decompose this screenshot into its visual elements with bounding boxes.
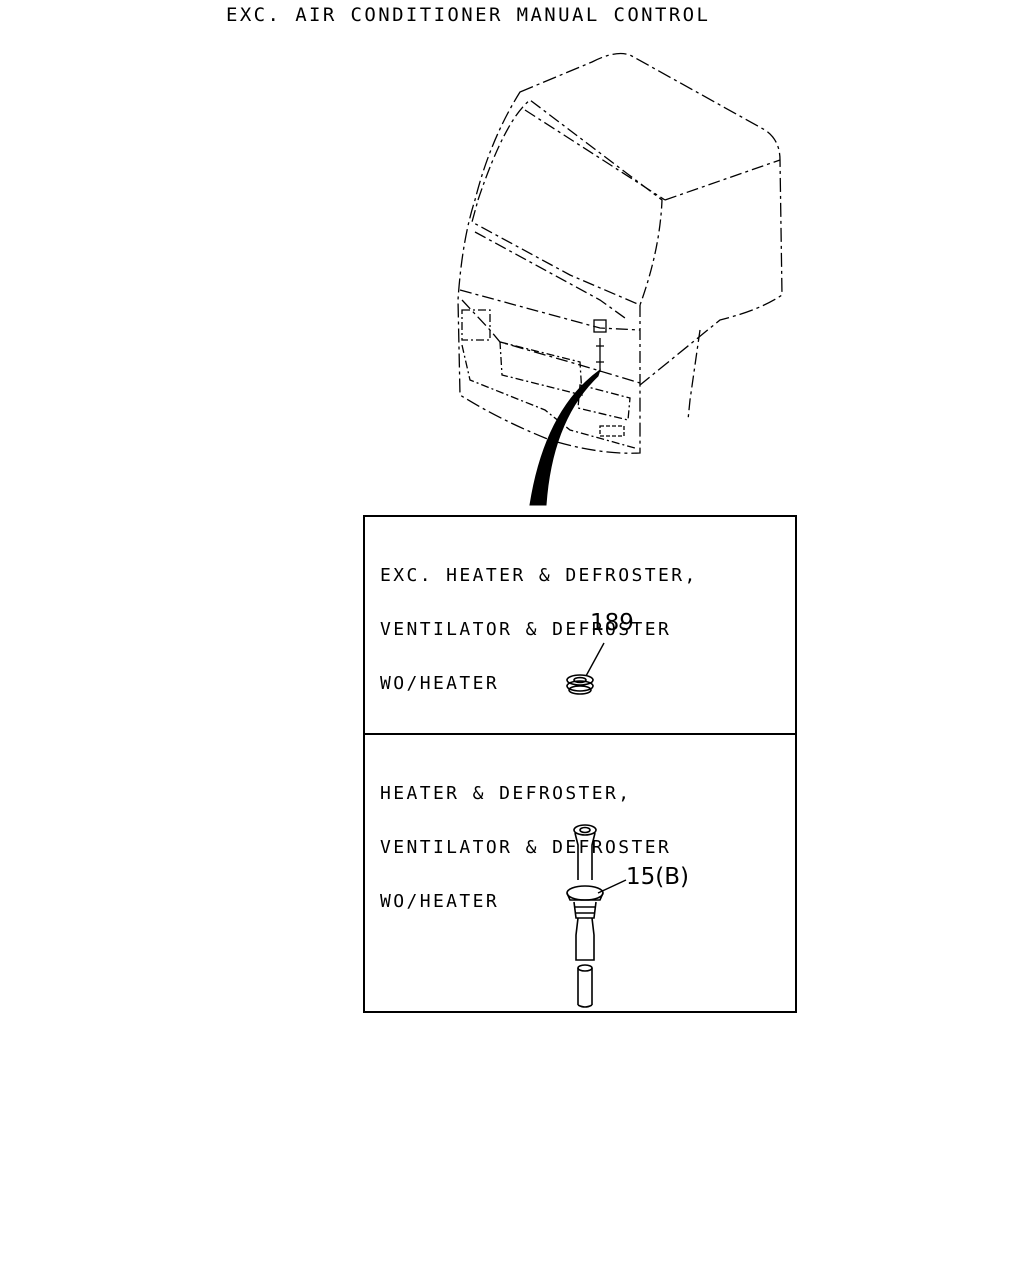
- part-callout-15b[interactable]: 15(B): [626, 864, 689, 890]
- variant-panel-heater: HEATER & DEFROSTER, VENTILATOR & DEFROST…: [363, 733, 797, 1013]
- cab-side: [639, 159, 781, 421]
- leader-15b: [597, 879, 627, 894]
- control-location-indicator: [596, 338, 604, 372]
- windshield-inner: [474, 231, 626, 319]
- condition-text: EXC. HEATER & DEFROSTER, VENTILATOR & DE…: [380, 531, 698, 729]
- part-callout-189[interactable]: 189: [590, 610, 634, 636]
- condition-line: HEATER & DEFROSTER,: [380, 783, 632, 804]
- leader-189: [585, 642, 605, 677]
- condition-text: HEATER & DEFROSTER, VENTILATOR & DEFROST…: [380, 749, 671, 947]
- headlamp-left: [461, 309, 491, 341]
- bumper: [461, 344, 636, 449]
- condition-line: VENTILATOR & DEFROSTER: [380, 619, 672, 640]
- condition-line: EXC. HEATER & DEFROSTER,: [380, 565, 698, 586]
- roof-fold-line: [524, 109, 666, 201]
- diagram-title: EXC. AIR CONDITIONER MANUAL CONTROL: [226, 4, 711, 26]
- grommet-189-icon: [566, 674, 594, 695]
- grille: [499, 341, 583, 396]
- condition-line: WO/HEATER: [380, 891, 500, 912]
- variant-panel-exc-heater: EXC. HEATER & DEFROSTER, VENTILATOR & DE…: [363, 515, 797, 735]
- lower-vent: [599, 425, 625, 437]
- windshield: [471, 99, 663, 306]
- cab-roof-outline: [457, 52, 783, 454]
- front-panel: [459, 289, 641, 384]
- condition-line: VENTILATOR & DEFROSTER: [380, 837, 672, 858]
- detail-leader: [529, 368, 601, 506]
- knob-shaft-15b-icon: [566, 824, 604, 1008]
- headlamp-right: [577, 384, 631, 421]
- control-location-marker: [593, 319, 607, 333]
- condition-line: WO/HEATER: [380, 673, 500, 694]
